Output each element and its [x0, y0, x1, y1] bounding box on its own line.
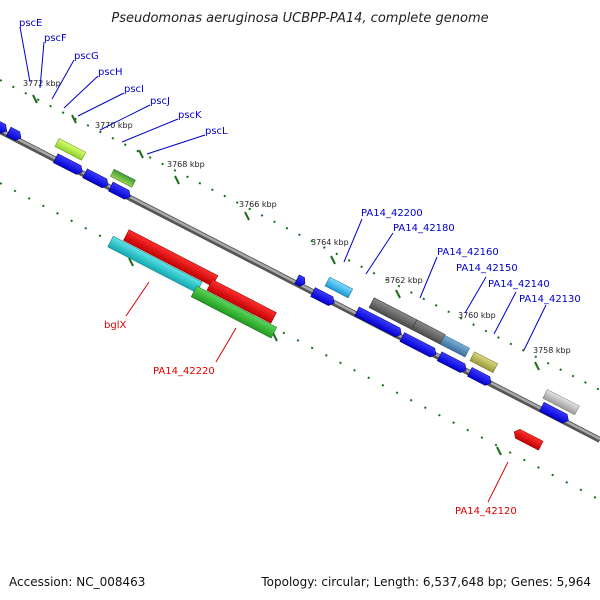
- gene-arrow-fwd: [539, 402, 569, 424]
- gene-arrow-PA14_42200: [294, 274, 306, 287]
- gene-arrow-fwd: [436, 351, 467, 373]
- ruler-dots-top: [0, 79, 600, 391]
- label-leaders: [19, 26, 547, 351]
- gene-track: [0, 118, 580, 451]
- gene-arrow-fwd: [467, 367, 492, 386]
- gene-label-pscK: pscK: [178, 110, 202, 121]
- gene-box-PA14_42130: [469, 351, 498, 373]
- gene-box-lightgray: [542, 389, 580, 416]
- gene-box-PA14_42220: [190, 285, 278, 339]
- gene-box-green: [110, 168, 136, 188]
- ruler-label: 3762 kbp: [385, 276, 423, 285]
- gene-label-PA14_42140: PA14_42140: [488, 279, 550, 290]
- gene-box-PA14_42150: [439, 334, 470, 358]
- gene-box-PA14_42180: [324, 276, 354, 299]
- gene-label-pscE: pscE: [19, 18, 42, 29]
- map-title: Pseudomonas aeruginosa UCBPP-PA14, compl…: [111, 11, 488, 26]
- gene-arrow-PA14_42120: [513, 429, 544, 451]
- gene-label-PA14_42120: PA14_42120: [455, 506, 517, 517]
- gene-label-pscJ: pscJ: [150, 96, 170, 107]
- gene-arrow-psc: [5, 126, 22, 141]
- gene-label-pscH: pscH: [98, 67, 123, 78]
- gene-label-PA14_42150: PA14_42150: [456, 263, 518, 274]
- gene-label-PA14_42220: PA14_42220: [153, 366, 215, 377]
- gene-arrow-pscL: [82, 168, 109, 189]
- top-labels: pscE pscF pscG pscH pscI pscJ pscK pscL …: [19, 18, 581, 351]
- ruler-dots-bottom: [0, 182, 600, 501]
- ruler-label: 3772 kbp: [23, 79, 61, 88]
- ruler-labels: 3772 kbp 3770 kbp 3768 kbp 3766 kbp 3764…: [23, 79, 571, 355]
- gene-label-pscI: pscI: [124, 84, 144, 95]
- gene-box-red2: [206, 279, 277, 324]
- gene-arrow-pscM: [108, 181, 131, 200]
- gene-label-pscF: pscF: [44, 33, 67, 44]
- gene-label-PA14_42180: PA14_42180: [393, 223, 455, 234]
- accession-text: Accession: NC_008463: [9, 575, 145, 589]
- gene-label-pscG: pscG: [74, 51, 99, 62]
- genome-summary-text: Topology: circular; Length: 6,537,648 bp…: [260, 575, 591, 589]
- gene-box-lime: [54, 138, 87, 161]
- ruler-label: 3758 kbp: [533, 346, 571, 355]
- gene-label-pscL: pscL: [205, 126, 228, 137]
- gene-label-PA14_42130: PA14_42130: [519, 294, 581, 305]
- gene-label-PA14_42200: PA14_42200: [361, 208, 423, 219]
- gene-label-PA14_42160: PA14_42160: [437, 247, 499, 258]
- gene-arrow-PA14_42200b: [310, 287, 335, 306]
- ruler-label: 3770 kbp: [95, 121, 133, 130]
- ruler-label: 3760 kbp: [458, 311, 496, 320]
- ruler-label: 3766 kbp: [239, 200, 277, 209]
- bottom-labels: bglX PA14_42220 PA14_42120: [104, 281, 517, 517]
- gene-label-bglX: bglX: [104, 320, 126, 331]
- gene-arrow-fwd: [399, 332, 437, 358]
- gene-arrow-psc: [0, 118, 8, 134]
- ruler: [0, 79, 600, 501]
- label-leaders-bottom: [125, 281, 509, 503]
- gene-arrow-fwd: [354, 306, 402, 338]
- gene-arrow-pscK: [53, 153, 83, 175]
- ruler-label: 3764 kbp: [311, 238, 349, 247]
- ruler-label: 3768 kbp: [167, 160, 205, 169]
